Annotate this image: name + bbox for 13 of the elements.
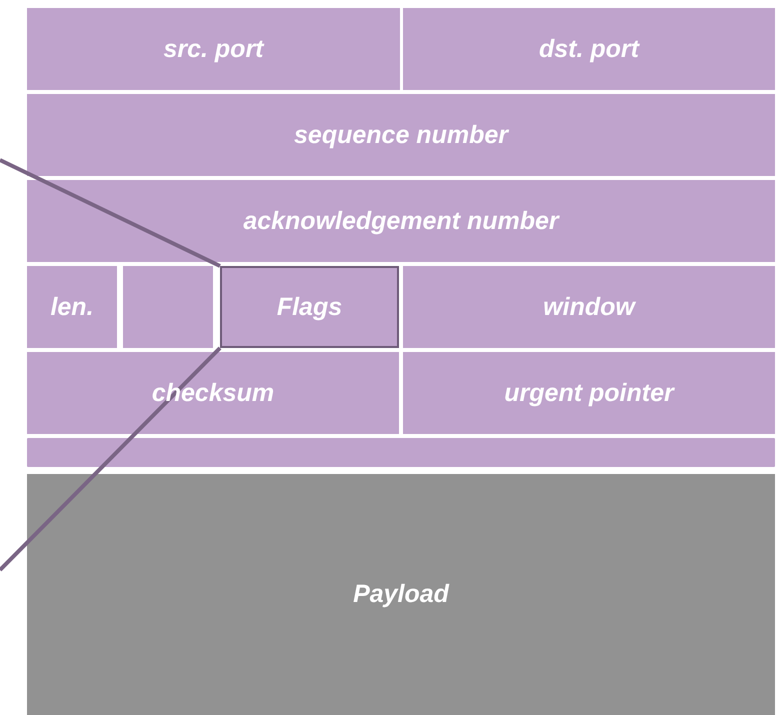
header-field: len. <box>27 266 117 348</box>
payload-block: Payload <box>27 474 775 715</box>
zoom-line <box>0 158 221 268</box>
header-field: src. port <box>27 8 400 90</box>
header-field: urgent pointer <box>403 352 775 434</box>
options-bar <box>27 438 775 467</box>
zoom-line <box>0 346 222 572</box>
header-field: dst. port <box>403 8 775 90</box>
empty-field <box>123 266 213 348</box>
header-field: Flags <box>220 266 399 348</box>
header-field: acknowledgement number <box>27 180 775 262</box>
header-field: sequence number <box>27 94 775 176</box>
header-field: window <box>403 266 775 348</box>
